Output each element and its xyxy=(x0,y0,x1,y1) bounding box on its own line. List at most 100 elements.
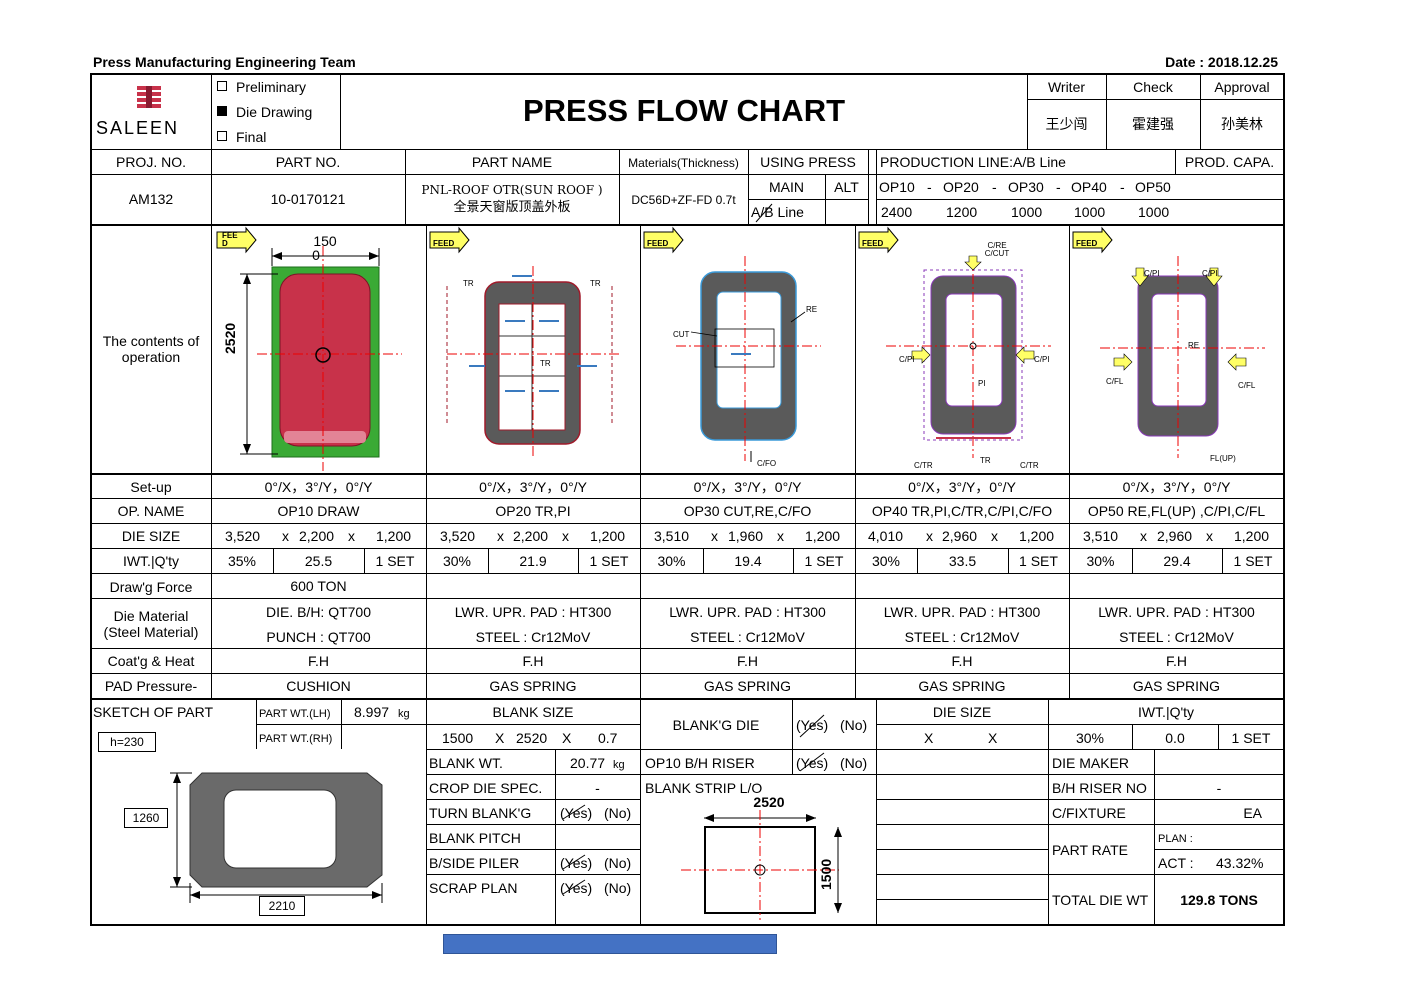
page-title: PRESS FLOW CHART xyxy=(522,93,846,128)
op-sequence-dash: - xyxy=(992,179,997,195)
pad-op30: GAS SPRING xyxy=(703,678,792,694)
bh-riser-label: B/H RISER NO xyxy=(1052,780,1147,796)
op40-cpi-label: C/PI xyxy=(899,355,915,364)
diesize-op40-x: x xyxy=(926,528,933,544)
feed-label: FEED xyxy=(433,239,455,248)
blank-size-l: 2520 xyxy=(516,730,548,746)
op-sequence-dash: - xyxy=(927,179,932,195)
iwt-label-bottom: IWT.|Q'ty xyxy=(1137,704,1195,720)
op40-cre-label: C/RE C/CUT xyxy=(984,241,1010,258)
op20-tr-label: TR xyxy=(540,359,551,368)
height-label: h=230 xyxy=(98,732,156,752)
iwt-bottom-wt: 0.0 xyxy=(1165,730,1185,746)
capa-op10: 2400 xyxy=(881,204,913,220)
diesize-op10-x: x xyxy=(282,528,289,544)
diesize-op20-h: 1,200 xyxy=(590,528,626,544)
die-drawing-checkbox[interactable] xyxy=(217,106,227,116)
approval-name: 孙美林 xyxy=(1221,116,1263,132)
op40-ctr-label: C/TR xyxy=(914,461,933,470)
coat-op40: F.H xyxy=(951,653,973,669)
blank-size-x: X xyxy=(495,730,505,746)
diematerial-label-2: (Steel Material) xyxy=(103,624,199,640)
dim-2210: 2210 xyxy=(259,896,305,916)
diesize-op10-l: 3,520 xyxy=(225,528,261,544)
part-wt-lh-label: PART WT.(LH) xyxy=(259,708,331,720)
setup-op10: 0°/X，3°/Y，0°/Y xyxy=(264,479,373,495)
part-rate-label: PART RATE xyxy=(1052,842,1128,858)
op30-diagram: FEED RE CUT C/FO xyxy=(641,226,855,473)
diesize-op50-l: 3,510 xyxy=(1083,528,1119,544)
op50-cpi-label: C/PI xyxy=(1144,269,1160,278)
diematerial-op30-steel: STEEL : Cr12MoV xyxy=(690,629,805,645)
logo-text: SALEEN xyxy=(96,118,180,138)
pad-op20: GAS SPRING xyxy=(489,678,577,694)
blankg-die-label: BLANK'G DIE xyxy=(672,717,760,733)
iwt-bottom-pct: 30% xyxy=(1075,730,1105,746)
setup-label: Set-up xyxy=(130,479,172,495)
op-sequence-1: OP10 xyxy=(879,179,915,195)
diematerial-op30-pad: LWR. UPR. PAD : HT300 xyxy=(669,604,826,620)
capa-op30: 1000 xyxy=(1011,204,1043,220)
op40-pi-label: PI xyxy=(978,379,986,388)
op30-cut-label: CUT xyxy=(673,330,690,339)
iwt-op20-qty: 1 SET xyxy=(589,553,629,569)
diesize-op50-x: x xyxy=(1140,528,1147,544)
preliminary-label: Preliminary xyxy=(236,79,307,95)
blankg-die-yes: (Yes) xyxy=(796,717,829,733)
coat-op50: F.H xyxy=(1166,653,1187,669)
iwt-op50-pct: 30% xyxy=(1086,553,1115,569)
diesize-op20-l: 3,520 xyxy=(440,528,476,544)
side-no: (No) xyxy=(604,855,632,871)
cfixture-label: C/FIXTURE xyxy=(1052,805,1126,821)
coat-op20: F.H xyxy=(522,653,544,669)
cfixture-value: EA xyxy=(1243,805,1262,821)
pad-label: PAD Pressure- xyxy=(104,678,198,694)
turn-label: TURN BLANK'G xyxy=(429,805,532,821)
diesize-op50-h: 1,200 xyxy=(1234,528,1270,544)
capa-op40: 1000 xyxy=(1074,204,1106,220)
total-die-value: 129.8 TONS xyxy=(1180,892,1258,908)
drawforce-op10: 600 TON xyxy=(290,578,347,594)
op40-tr-label: TR xyxy=(980,456,991,465)
part-wt-rh-label: PART WT.(RH) xyxy=(259,733,333,745)
blank-size-label: BLANK SIZE xyxy=(492,704,574,720)
diesize-op10-h: 1,200 xyxy=(376,528,412,544)
final-label: Final xyxy=(236,129,267,145)
iwt-op50-wt: 29.4 xyxy=(1163,553,1191,569)
approval-label: Approval xyxy=(1214,79,1270,95)
preliminary-checkbox[interactable] xyxy=(217,81,227,91)
proj-no: AM132 xyxy=(128,191,174,207)
diesize-op30-x: x xyxy=(711,528,718,544)
op-sequence-2: OP20 xyxy=(943,179,979,195)
blank-strip-diagram: 2520 1500 xyxy=(641,790,876,924)
part-name-cn: 全景天窗版顶盖外板 xyxy=(453,199,571,214)
scrap-label: SCRAP PLAN xyxy=(429,880,518,896)
diesize-op20-x: x xyxy=(497,528,504,544)
iwt-op50-qty: 1 SET xyxy=(1233,553,1273,569)
pad-op50: GAS SPRING xyxy=(1132,678,1221,694)
blank-size-w: 1500 xyxy=(442,730,474,746)
blank-size-x: X xyxy=(562,730,572,746)
op50-cpi-label: C/PI xyxy=(1202,269,1218,278)
opname-op10: OP10 DRAW xyxy=(277,503,360,519)
feed-label: FEED xyxy=(862,239,884,248)
writer-name: 王少闯 xyxy=(1045,116,1088,132)
blankg-die-no: (No) xyxy=(840,717,868,733)
final-checkbox[interactable] xyxy=(217,131,227,141)
side-label: B/SIDE PILER xyxy=(429,855,520,871)
part-sketch xyxy=(92,755,425,925)
op20-tr-label: TR xyxy=(590,279,601,288)
opname-op20: OP20 TR,PI xyxy=(495,503,571,519)
dim-width-2: 0 xyxy=(312,247,320,263)
scrap-yes: (Yes) xyxy=(560,880,593,896)
op50-cfl-label: C/FL xyxy=(1106,377,1124,386)
contents-label: The contents of operation xyxy=(102,333,200,365)
diematerial-label: Die Material xyxy=(113,608,189,624)
op50-diagram: FEED C/PI C/PI RE C/FL C/FL FL(UP) xyxy=(1070,226,1284,473)
writer-label: Writer xyxy=(1047,79,1086,95)
diesize-op30-x: x xyxy=(777,528,784,544)
diematerial-op20-steel: STEEL : Cr12MoV xyxy=(475,629,591,645)
crop-value: - xyxy=(595,780,600,796)
diesize-op30-l: 3,510 xyxy=(654,528,690,544)
part-name-label: PART NAME xyxy=(471,154,553,170)
